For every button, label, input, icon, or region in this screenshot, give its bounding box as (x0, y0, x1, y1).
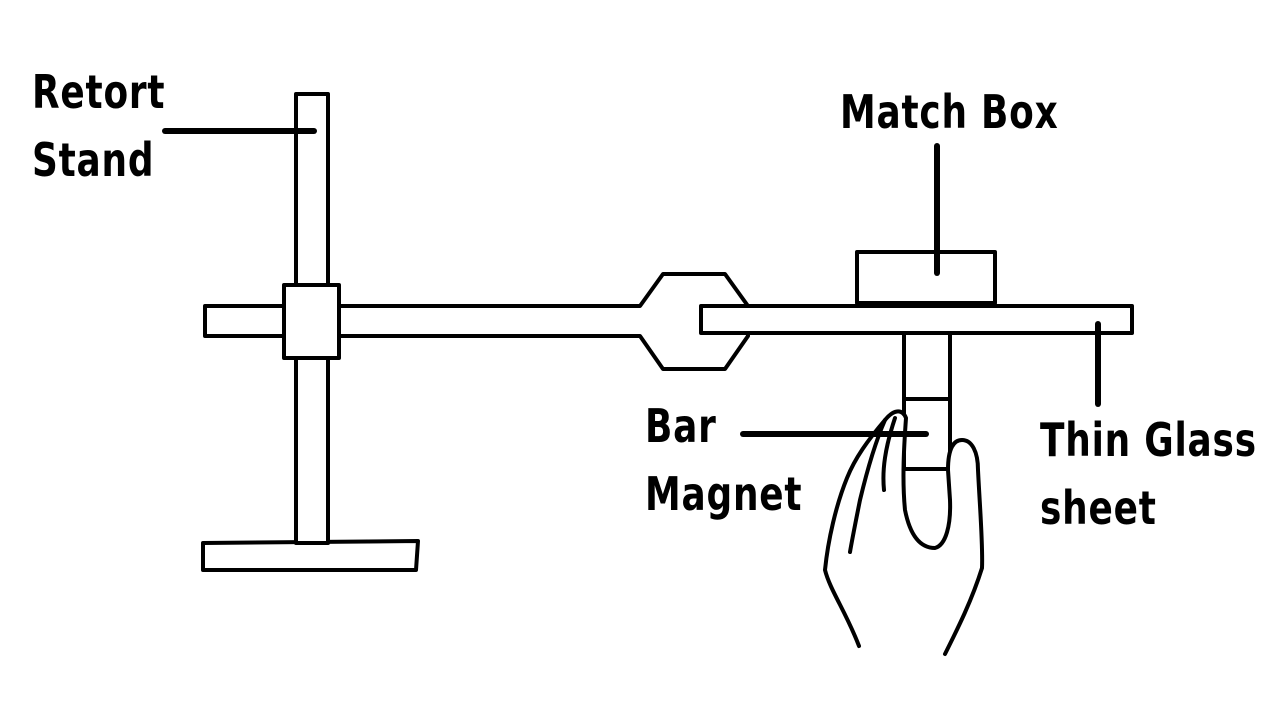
hand (823, 409, 985, 656)
bar-magnet-label-line1: Bar (645, 399, 717, 453)
match-box-label: Match Box (840, 78, 1059, 146)
clamp-arm (203, 272, 750, 371)
thin-glass-sheet-label-line2: sheet (1040, 481, 1157, 535)
retort-stand-label: Retort Stand (32, 58, 165, 194)
retort-stand-base (201, 539, 420, 572)
thin-glass-sheet-label-line1: Thin Glass (1040, 413, 1257, 467)
thin-glass-sheet-label: Thin Glass sheet (1040, 406, 1257, 542)
match-box (855, 250, 997, 305)
retort-stand-label-line1: Retort (32, 65, 166, 119)
retort-stand-label-line2: Stand (32, 133, 155, 187)
hand-finger-line-2 (881, 416, 897, 492)
thin-glass-sheet (699, 304, 1134, 335)
hand-finger-line (848, 418, 887, 554)
boss-head (282, 283, 341, 360)
match-box-label-text: Match Box (840, 85, 1059, 139)
bar-magnet-label-line2: Magnet (645, 467, 803, 521)
bar-magnet-label: Bar Magnet (645, 392, 802, 528)
